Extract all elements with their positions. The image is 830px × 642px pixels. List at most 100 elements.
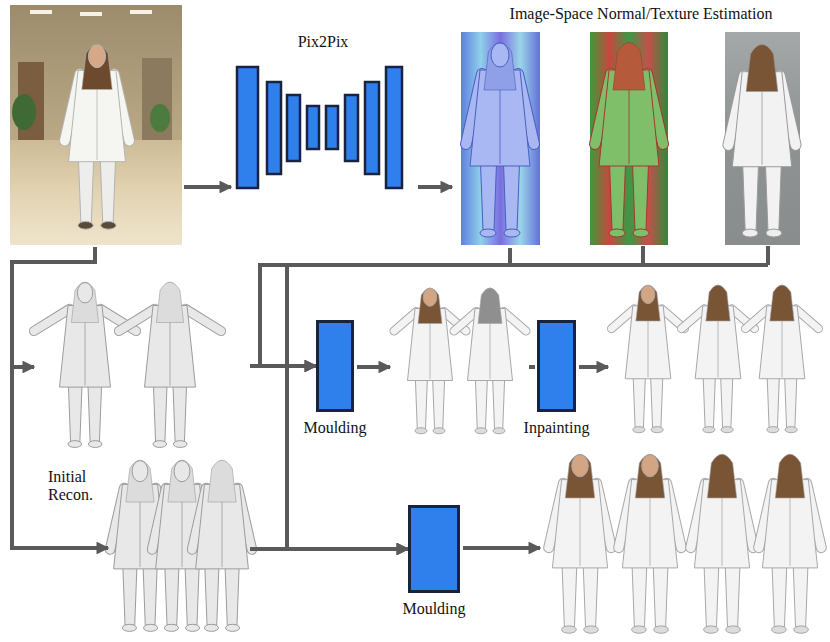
figure-foot	[68, 441, 82, 448]
photo-doorway	[142, 58, 172, 142]
figure-hair	[478, 288, 502, 324]
figure-head	[77, 283, 92, 303]
figure-foot	[480, 229, 496, 237]
figure-hair	[770, 285, 794, 321]
figure-hair	[484, 43, 516, 91]
process-label: Moulding	[402, 600, 465, 618]
figure-hair	[208, 460, 236, 502]
group-label: Initial Recon.	[48, 468, 112, 505]
figure-arm	[185, 309, 221, 331]
figure-foot	[766, 229, 782, 237]
ceiling-light	[80, 12, 102, 16]
network-layer	[345, 95, 358, 161]
figure-hair	[418, 288, 442, 324]
figure-coat-seam	[222, 493, 223, 567]
human-figure	[746, 285, 819, 433]
figure-foot	[101, 222, 116, 230]
figure-foot	[144, 624, 158, 631]
figure-hair	[168, 460, 196, 502]
texture-back	[725, 32, 800, 245]
figure-hair	[156, 282, 183, 322]
figure-head	[641, 285, 655, 303]
group-label: Pix2Pix	[228, 30, 418, 51]
human-figure	[612, 285, 685, 433]
figure-head	[174, 461, 190, 482]
figure-head	[642, 455, 659, 477]
figure-head	[572, 455, 589, 477]
figure-foot	[204, 624, 218, 631]
figure-foot	[493, 428, 505, 434]
figure-hair	[565, 454, 594, 498]
figure-foot	[772, 626, 787, 633]
figure-coat-seam	[430, 316, 431, 379]
flow-arrow	[418, 185, 452, 189]
mesh-renders	[34, 282, 821, 633]
flow-wire	[766, 246, 770, 265]
figure-foot	[475, 428, 487, 434]
network-icon	[237, 67, 402, 188]
network-layer	[365, 82, 379, 174]
figure-coat-seam	[182, 493, 183, 567]
figure-foot	[504, 229, 520, 237]
figure-foot	[742, 229, 758, 237]
figure-coat-seam	[170, 314, 171, 385]
photo-wall	[10, 5, 182, 245]
layout-wires	[12, 187, 768, 548]
figure-hair	[126, 460, 154, 502]
flow-wire	[579, 365, 608, 369]
flow-wire	[510, 263, 768, 267]
flow-arrow	[287, 248, 510, 549]
figure-hair	[746, 44, 778, 91]
human-figure	[192, 460, 252, 631]
network-layer	[267, 82, 281, 174]
human-figure	[759, 454, 822, 633]
figure-arm	[34, 309, 70, 331]
figure-coat-seam	[629, 80, 630, 164]
human-figure	[65, 44, 130, 229]
figure-coat-seam	[648, 313, 649, 377]
human-figure	[466, 43, 534, 238]
figure-coat-seam	[85, 314, 86, 385]
flow-wire	[12, 365, 34, 369]
flow-wire	[357, 365, 390, 369]
flow-wire	[463, 546, 540, 550]
flow-wire	[529, 365, 535, 369]
figure-hair	[706, 285, 730, 321]
figure-foot	[704, 626, 719, 633]
figure-arm-outline	[185, 309, 221, 331]
group-label: Image-Space Normal/Texture Estimation	[452, 2, 830, 23]
input-photo	[10, 5, 182, 245]
human-figure	[394, 288, 466, 434]
figure-head	[491, 43, 509, 67]
figure-foot	[433, 428, 445, 434]
figure-coat-seam	[762, 82, 763, 165]
network-layer	[386, 67, 402, 188]
network-layer	[307, 106, 319, 149]
human-figure	[595, 43, 663, 238]
figure-foot	[703, 427, 715, 433]
human-figure	[619, 454, 682, 633]
figure-foot	[609, 229, 625, 237]
figure-foot	[721, 427, 733, 433]
figure-coat-seam	[140, 493, 141, 567]
estimated-images	[461, 32, 800, 245]
figure-hair	[71, 282, 98, 322]
figure-foot	[88, 441, 102, 448]
figure-head	[88, 45, 105, 68]
process-label: Inpainting	[524, 419, 590, 437]
network-layer	[287, 95, 300, 161]
figure-foot	[633, 427, 645, 433]
figure-coat-seam	[500, 80, 501, 164]
reconstruction-group: Initial Recon.	[38, 272, 250, 638]
figure-foot	[415, 428, 427, 434]
figure-coat-seam	[97, 80, 98, 160]
figure-foot	[654, 626, 669, 633]
flow-wire	[184, 185, 231, 189]
figure-coat-seam	[790, 489, 791, 566]
figure-foot	[785, 427, 797, 433]
figure-head	[423, 288, 437, 306]
figure-arm	[119, 309, 155, 331]
figure-coat-seam	[490, 316, 491, 379]
human-figure	[691, 454, 754, 633]
